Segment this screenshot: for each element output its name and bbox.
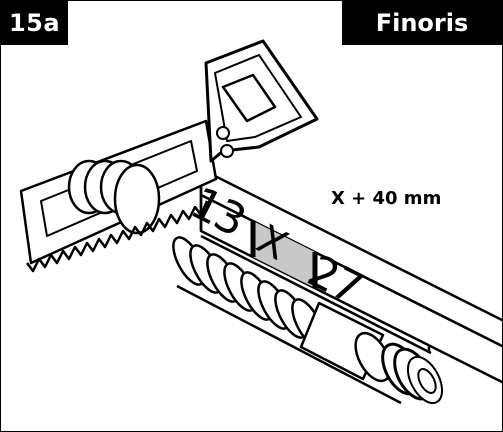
pipe bbox=[172, 234, 444, 405]
saw-blade bbox=[19, 119, 218, 273]
brand-name: Finoris bbox=[342, 1, 502, 45]
step-number: 15a bbox=[1, 1, 68, 45]
measurement-label: X + 40 mm bbox=[331, 188, 442, 209]
measuring-scale bbox=[199, 167, 502, 384]
saw-handle bbox=[204, 39, 319, 163]
